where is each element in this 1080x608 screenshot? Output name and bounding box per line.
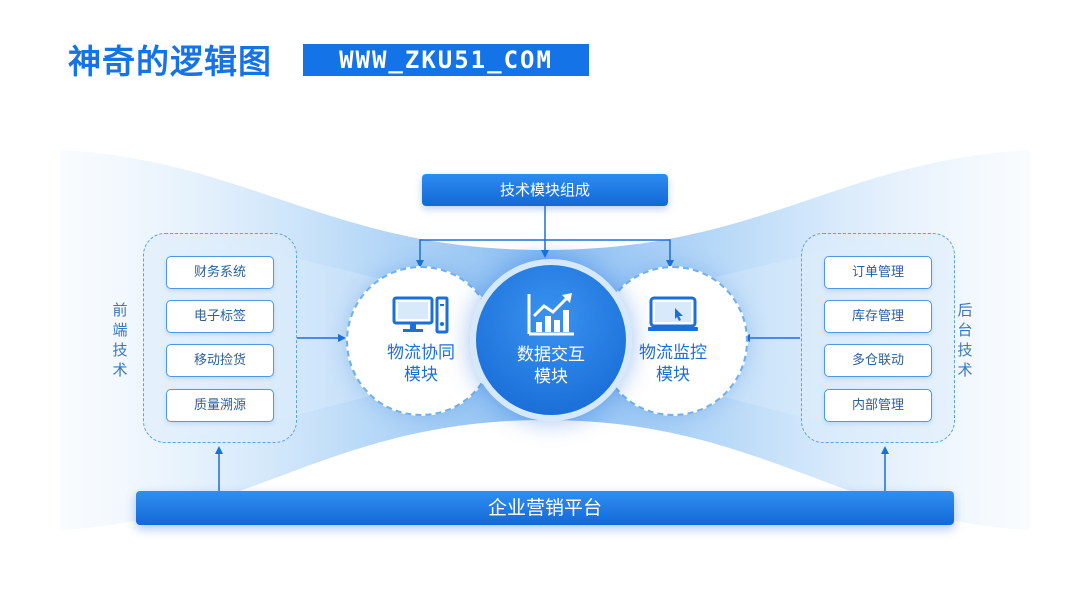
left-item-rfid: 电子标签 <box>166 300 274 333</box>
data-exchange-module: 数据交互 模块 <box>470 259 632 421</box>
center-module-line2: 模块 <box>534 367 568 387</box>
enterprise-marketing-platform-bar: 企业营销平台 <box>136 491 954 525</box>
tech-modules-box: 技术模块组成 <box>422 174 668 206</box>
url-badge: WWW_ZKU51_COM <box>303 44 589 76</box>
left-item-mobile-picking: 移动捡货 <box>166 344 274 377</box>
right-item-multi-warehouse: 多仓联动 <box>824 344 932 377</box>
right-item-orders: 订单管理 <box>824 256 932 289</box>
bar-chart-growth-icon <box>527 293 574 336</box>
left-item-finance: 财务系统 <box>166 256 274 289</box>
left-item-quality-trace: 质量溯源 <box>166 389 274 422</box>
backend-side-label: 后台技术 <box>957 301 973 379</box>
desktop-computer-icon <box>392 296 449 334</box>
center-module-line1: 数据交互 <box>517 345 585 365</box>
right-module-line2: 模块 <box>656 365 690 385</box>
left-module-line1: 物流协同 <box>387 343 455 363</box>
frontend-side-label: 前端技术 <box>112 301 128 379</box>
right-module-line1: 物流监控 <box>639 343 707 363</box>
left-module-line2: 模块 <box>404 365 438 385</box>
right-item-inventory: 库存管理 <box>824 300 932 333</box>
monitor-cursor-icon <box>648 296 698 331</box>
page-title: 神奇的逻辑图 <box>68 42 272 81</box>
right-item-internal: 内部管理 <box>824 389 932 422</box>
